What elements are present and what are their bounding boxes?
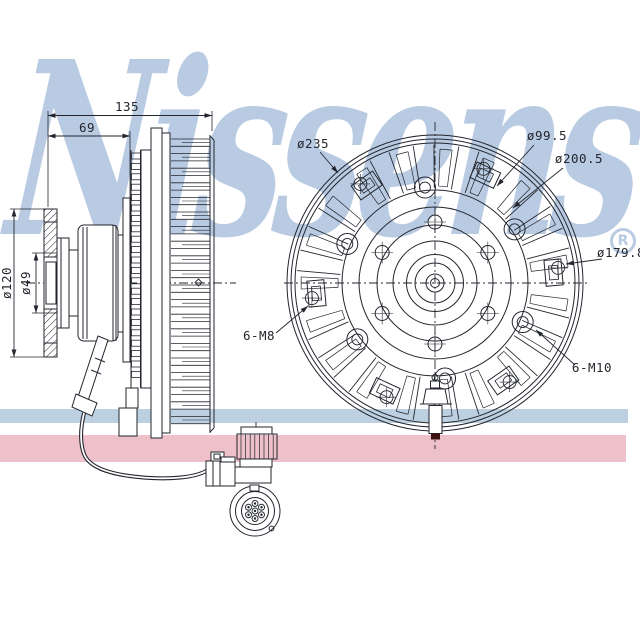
label-count-6-m8: 6-M8 <box>243 328 275 343</box>
label-count-6-m10: 6-M10 <box>572 360 612 375</box>
label-dim-135: 135 <box>115 99 139 114</box>
registered-trademark-icon: R <box>610 228 636 254</box>
label-dim-69: 69 <box>79 120 95 135</box>
label-dim-d235: ø235 <box>297 136 329 151</box>
brand-band-pink <box>0 435 626 462</box>
label-dim-d179-8: ø179.8 <box>597 245 640 260</box>
label-dim-d120: ø120 <box>0 267 14 299</box>
front-view-drawing <box>284 122 588 449</box>
label-dim-d99-5: ø99.5 <box>527 128 567 143</box>
dimension-labels: 135 69 ø120 ø49 ø235 ø99.5 ø200.5 ø179.8 6-M8 6-M… <box>0 99 640 375</box>
label-dim-d49: ø49 <box>18 271 33 295</box>
label-dim-d200-5: ø200.5 <box>555 151 603 166</box>
side-view-drawing <box>10 111 281 537</box>
